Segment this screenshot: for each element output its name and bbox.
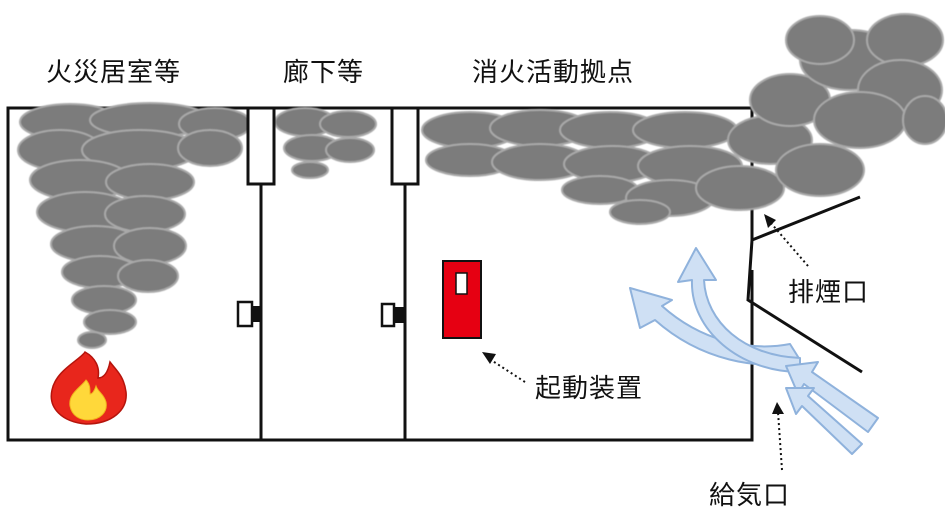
damper-right	[380, 302, 404, 328]
label-corridor: 廊下等	[283, 58, 365, 88]
smoke-plume-fire-room	[17, 102, 252, 349]
label-exhaust-port: 排煙口	[788, 278, 870, 308]
leader-device	[487, 357, 526, 383]
smoke-barrier-right	[390, 106, 420, 186]
damper-left	[236, 300, 262, 328]
smoke-barrier-left	[246, 106, 276, 186]
leader-supply-arrowhead	[772, 402, 784, 414]
smoke-corridor	[274, 107, 377, 179]
leader-exhaust	[769, 221, 809, 267]
label-fire-room: 火災居室等	[46, 58, 182, 88]
start-device-icon	[442, 260, 482, 339]
leader-device-arrowhead	[482, 352, 496, 364]
fire-icon	[50, 351, 127, 425]
leader-exhaust-arrowhead	[764, 214, 776, 228]
supply-airflow	[629, 247, 879, 455]
label-firefighting-base: 消火活動拠点	[472, 58, 635, 88]
leader-supply	[777, 411, 783, 471]
label-supply-port: 給気口	[709, 481, 791, 511]
label-start-device: 起動装置	[535, 374, 644, 404]
exhaust-port-frame	[746, 195, 863, 374]
smoke-base-exhaust	[421, 13, 945, 225]
